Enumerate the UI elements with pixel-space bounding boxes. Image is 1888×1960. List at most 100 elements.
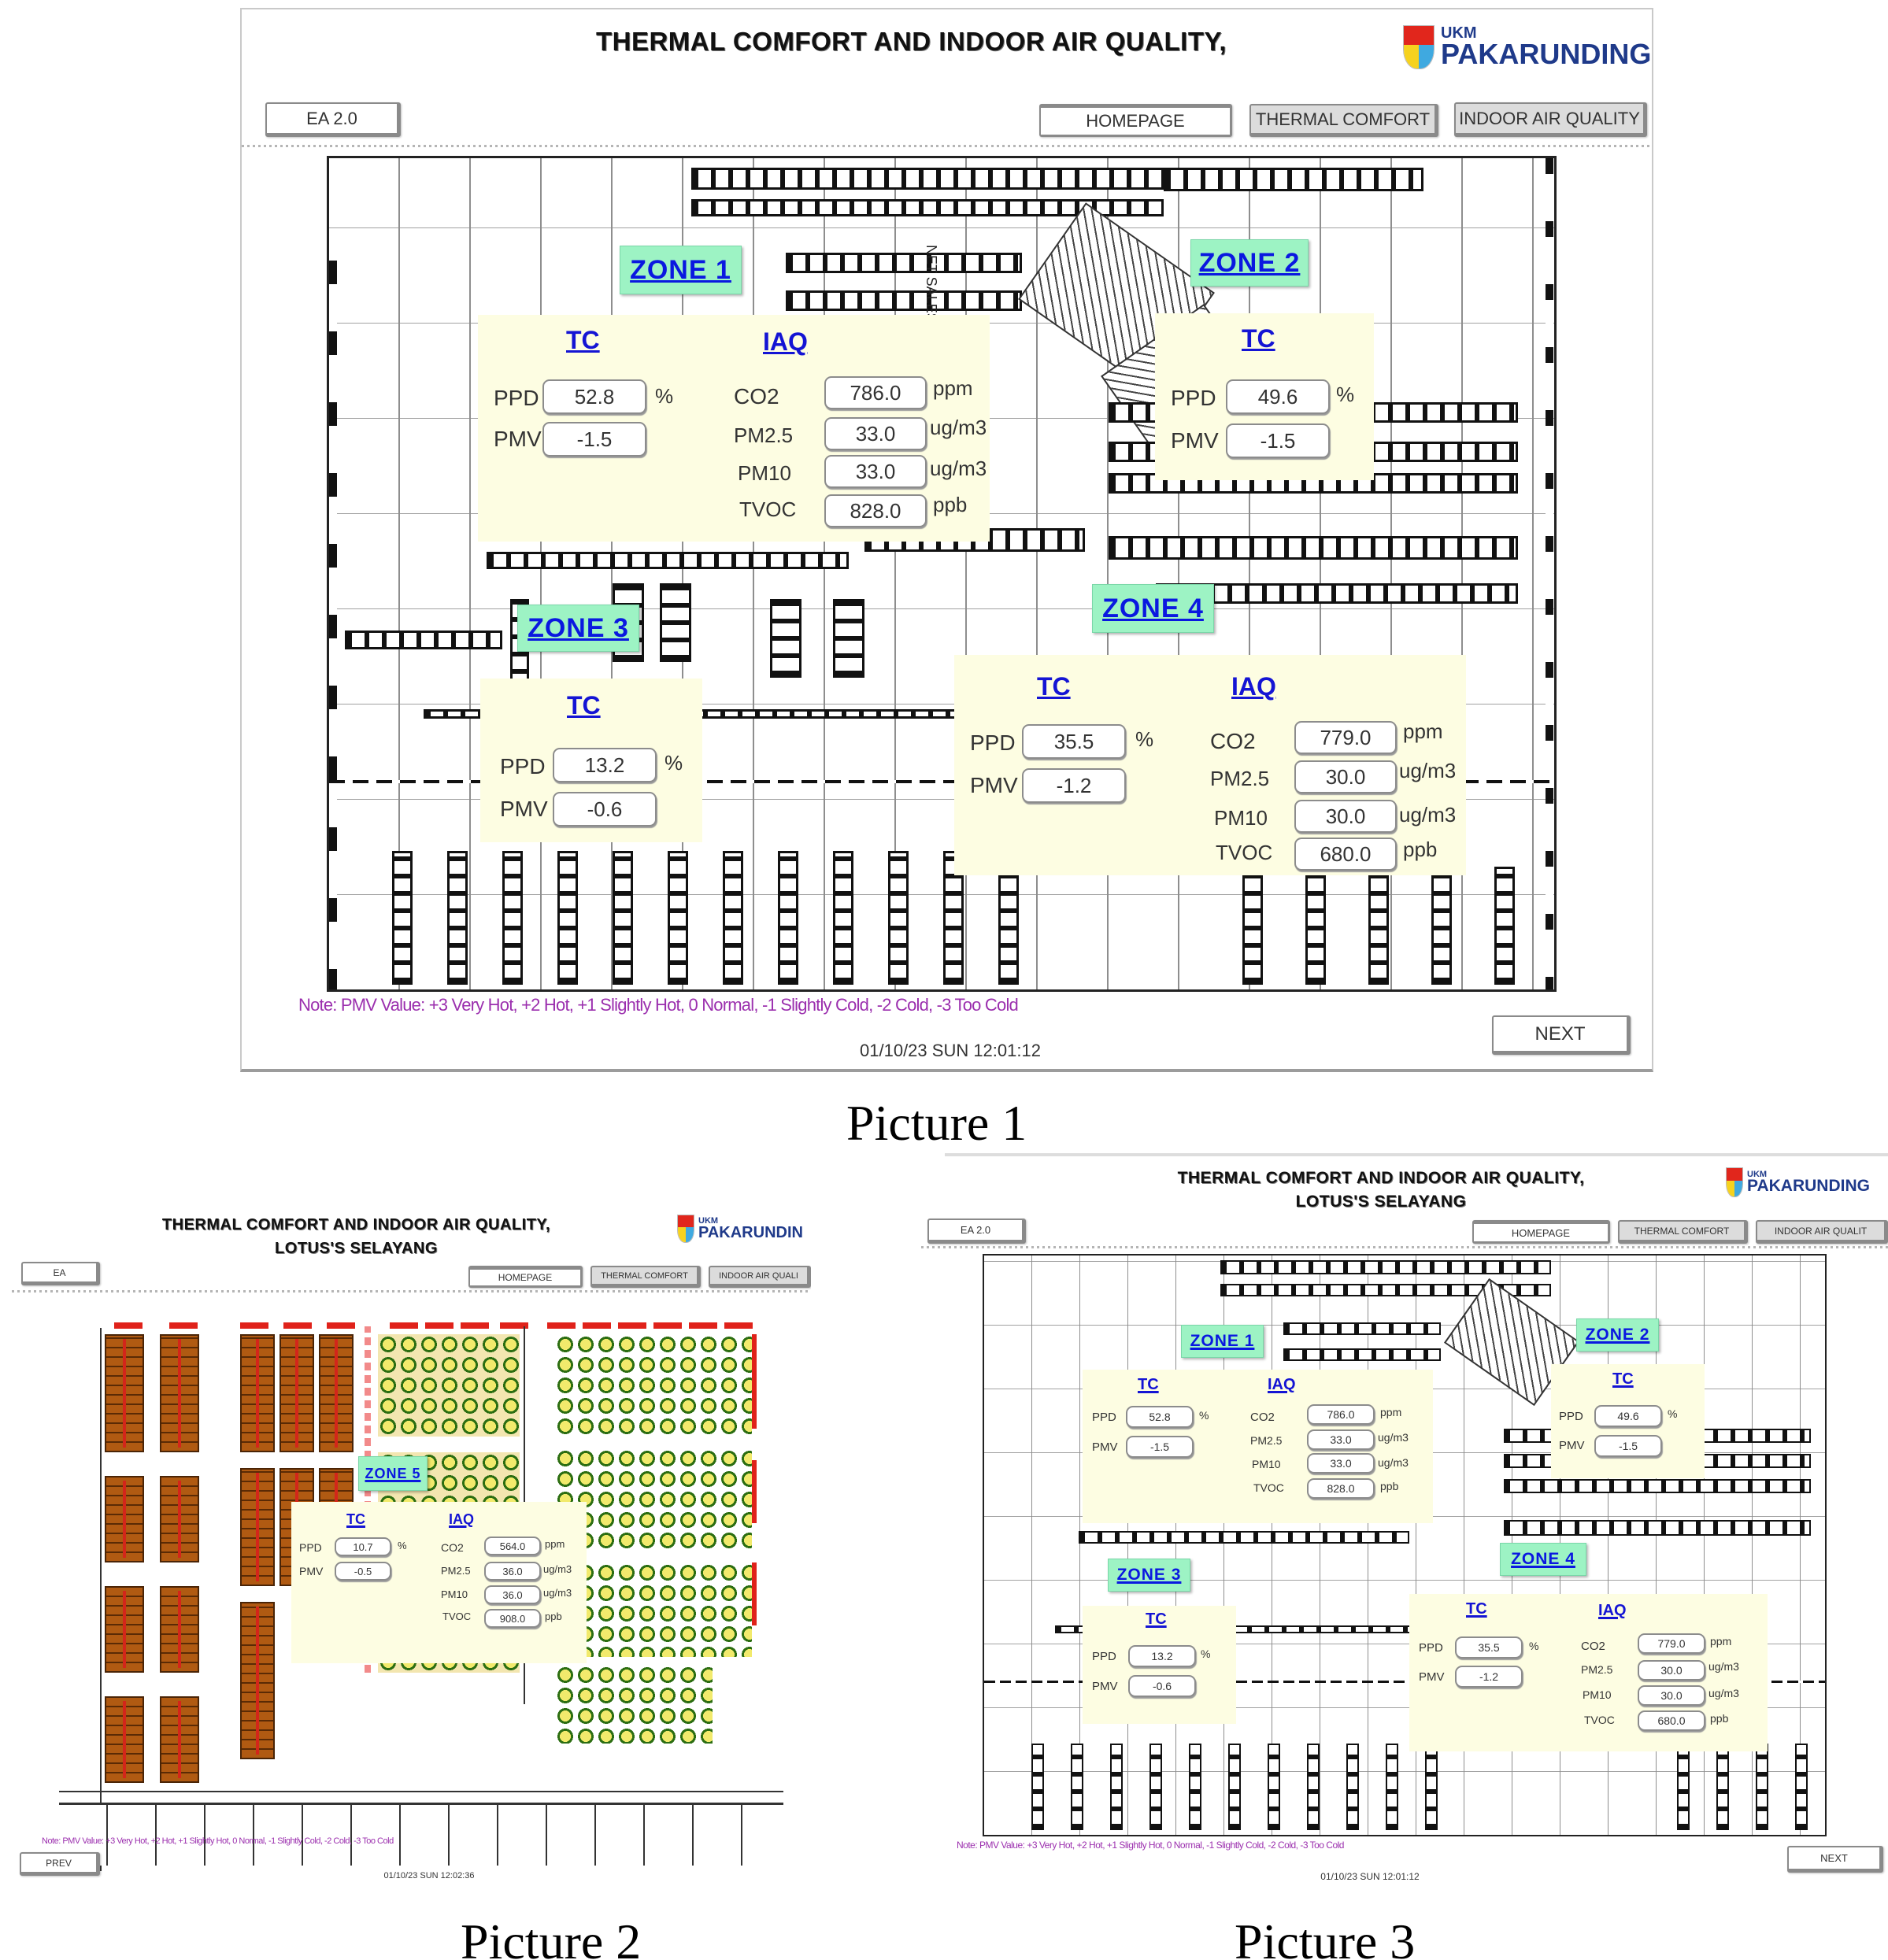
pmv-label: PMV	[494, 427, 542, 451]
tc-heading[interactable]: TC	[1242, 324, 1275, 353]
zone-4-label[interactable]: ZONE 4	[1092, 584, 1214, 633]
zone-1-label[interactable]: ZONE 1	[620, 246, 742, 294]
tc-heading[interactable]: TC	[567, 691, 601, 719]
zone-2-label[interactable]: ZONE 2	[1576, 1318, 1659, 1352]
iaq-heading[interactable]: IAQ	[1598, 1602, 1627, 1619]
zone-5-label[interactable]: ZONE 5	[358, 1456, 428, 1491]
zone-3-panel: TC PPD 13.2 % PMV -0.6	[480, 679, 702, 842]
ea-button[interactable]: EA 2.0	[265, 102, 401, 137]
pmv-value: -1.2	[1455, 1666, 1523, 1688]
iaq-heading[interactable]: IAQ	[1231, 672, 1276, 701]
ppd-unit: %	[1135, 727, 1154, 751]
ppd-value: 13.2	[1128, 1645, 1196, 1667]
tvoc-label: TVOC	[1584, 1714, 1615, 1726]
zone-3-label[interactable]: ZONE 3	[517, 605, 639, 652]
ppd-label: PPD	[970, 730, 1016, 755]
co2-value: 779.0	[1294, 721, 1397, 754]
tvoc-value: 680.0	[1638, 1710, 1705, 1731]
zone-2-label[interactable]: ZONE 2	[1190, 239, 1309, 287]
pm25-value: 30.0	[1638, 1660, 1705, 1681]
co2-value: 786.0	[824, 376, 927, 409]
zone-3-label[interactable]: ZONE 3	[1108, 1559, 1190, 1592]
ea-button[interactable]: EA 2.0	[927, 1219, 1026, 1244]
ppd-label: PPD	[1092, 1650, 1116, 1663]
tvoc-value: 680.0	[1294, 838, 1397, 871]
tc-heading[interactable]: TC	[346, 1511, 365, 1527]
net-sales-label: NET SALES	[924, 245, 939, 323]
co2-label: CO2	[441, 1541, 464, 1554]
ppd-label: PPD	[1419, 1641, 1443, 1655]
header-divider	[242, 145, 1652, 147]
picture1-hmi-screen: THERMAL COMFORT AND INDOOR AIR QUALITY, …	[240, 8, 1653, 1072]
co2-label: CO2	[1250, 1411, 1275, 1424]
pmv-scale-note: Note: PMV Value: +3 Very Hot, +2 Hot, +1…	[298, 995, 1019, 1015]
tvoc-unit: ppb	[1710, 1712, 1729, 1725]
zone-4-panel: TC IAQ PPD 35.5 % PMV -1.2 CO2 779.0 ppm…	[1409, 1594, 1768, 1751]
homepage-button[interactable]: HOMEPAGE	[1472, 1220, 1610, 1244]
zone-5-panel: TC IAQ PPD 10.7 % PMV -0.5 CO2 564.0 ppm…	[291, 1502, 587, 1663]
pm10-value: 30.0	[1294, 800, 1397, 833]
tc-heading[interactable]: TC	[566, 326, 600, 354]
co2-unit: ppm	[1710, 1635, 1732, 1648]
pm25-unit: ug/m3	[543, 1563, 572, 1575]
pm10-unit: ug/m3	[543, 1587, 572, 1599]
picture3-hmi-screen: THERMAL COMFORT AND INDOOR AIR QUALITY, …	[921, 1153, 1888, 1889]
datetime-display: 01/10/23 SUN 12:02:36	[383, 1871, 475, 1880]
pmv-label: PMV	[970, 773, 1018, 797]
co2-unit: ppm	[1403, 719, 1443, 743]
pm25-unit: ug/m3	[1399, 759, 1457, 782]
crest-icon	[1726, 1167, 1743, 1197]
pm10-unit: ug/m3	[930, 457, 987, 480]
indoor-air-quality-button[interactable]: INDOOR AIR QUALIT	[1756, 1220, 1888, 1244]
ppd-value: 35.5	[1455, 1636, 1523, 1659]
page-title: THERMAL COMFORT AND INDOOR AIR QUALITY,	[595, 27, 1227, 56]
co2-value: 786.0	[1307, 1404, 1375, 1425]
zone-4-label[interactable]: ZONE 4	[1500, 1543, 1586, 1576]
homepage-button[interactable]: HOMEPAGE	[1039, 104, 1232, 137]
ppd-label: PPD	[494, 386, 539, 410]
header-divider	[12, 1290, 811, 1292]
tc-heading[interactable]: TC	[1138, 1376, 1159, 1393]
iaq-heading[interactable]: IAQ	[1268, 1376, 1296, 1393]
ea-button[interactable]: EA	[21, 1262, 100, 1285]
pmv-value: -1.5	[1126, 1436, 1194, 1458]
iaq-heading[interactable]: IAQ	[449, 1511, 475, 1527]
indoor-air-quality-button[interactable]: INDOOR AIR QUALI	[709, 1266, 811, 1288]
tc-heading[interactable]: TC	[1466, 1600, 1487, 1618]
ppd-value: 49.6	[1594, 1405, 1662, 1427]
tvoc-label: TVOC	[739, 497, 797, 521]
tvoc-label: TVOC	[1216, 841, 1273, 864]
ppd-label: PPD	[500, 754, 546, 778]
next-button[interactable]: NEXT	[1787, 1846, 1883, 1873]
zone-1-panel: TC IAQ PPD 52.8 % PMV -1.5 CO2 786.0 ppm…	[478, 315, 990, 542]
datetime-display: 01/10/23 SUN 12:01:12	[860, 1041, 1041, 1060]
picture2-hmi-screen: THERMAL COMFORT AND INDOOR AIR QUALITY, …	[12, 1193, 811, 1893]
zone-1-label[interactable]: ZONE 1	[1181, 1325, 1264, 1358]
ppd-unit: %	[665, 751, 683, 775]
thermal-comfort-button[interactable]: THERMAL COMFORT	[1618, 1220, 1748, 1244]
ppd-value: 13.2	[553, 748, 657, 782]
iaq-heading[interactable]: IAQ	[763, 327, 808, 356]
picture3-caption: Picture 3	[1235, 1914, 1416, 1960]
ppd-unit: %	[655, 384, 674, 408]
pmv-label: PMV	[500, 797, 548, 821]
tvoc-value: 908.0	[484, 1609, 541, 1628]
pm25-label: PM2.5	[441, 1565, 471, 1577]
tc-heading[interactable]: TC	[1037, 672, 1071, 701]
ppd-unit: %	[1336, 383, 1355, 406]
zone-2-panel: TC PPD 49.6 % PMV -1.5	[1155, 313, 1374, 480]
tvoc-unit: ppb	[933, 493, 968, 516]
tc-heading[interactable]: TC	[1612, 1370, 1634, 1388]
pm10-value: 36.0	[484, 1585, 541, 1604]
prev-button[interactable]: PREV	[20, 1852, 100, 1876]
ppd-value: 52.8	[1126, 1406, 1194, 1428]
next-button[interactable]: NEXT	[1492, 1015, 1631, 1055]
thermal-comfort-button[interactable]: THERMAL COMFORT	[1249, 104, 1438, 137]
pm10-value: 33.0	[1307, 1453, 1375, 1474]
tc-heading[interactable]: TC	[1146, 1611, 1167, 1628]
pmv-label: PMV	[1092, 1680, 1118, 1693]
indoor-air-quality-button[interactable]: INDOOR AIR QUALITY	[1454, 102, 1647, 137]
pmv-scale-note: Note: PMV Value: +3 Very Hot, +2 Hot, +1…	[957, 1840, 1344, 1851]
thermal-comfort-button[interactable]: THERMAL COMFORT	[590, 1266, 701, 1288]
homepage-button[interactable]: HOMEPAGE	[468, 1266, 583, 1288]
